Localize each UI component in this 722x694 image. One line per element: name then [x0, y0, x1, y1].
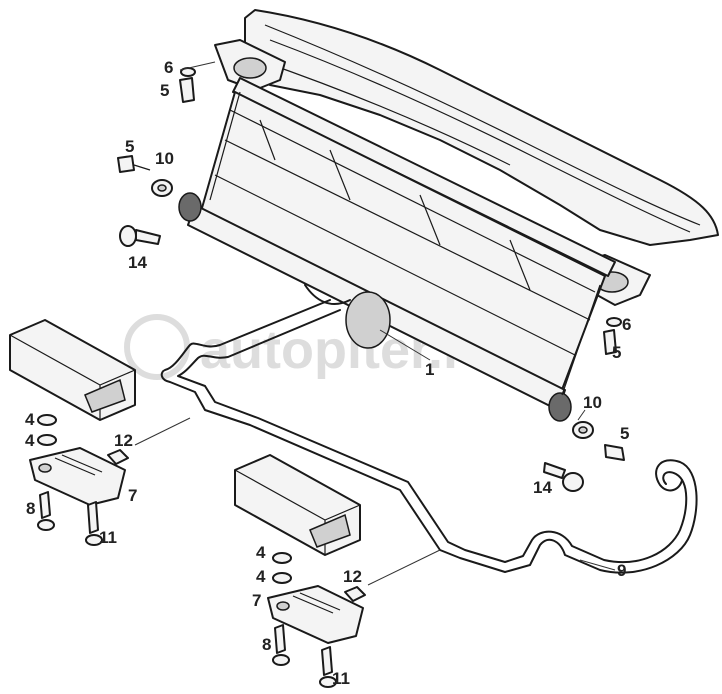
callout-12: 12	[343, 567, 362, 586]
callout-9: 9	[617, 561, 626, 580]
callout-5: 5	[125, 137, 134, 156]
callout-4: 4	[25, 410, 35, 429]
callout-4: 4	[256, 567, 266, 586]
callout-7: 7	[252, 591, 261, 610]
callout-10: 10	[583, 393, 602, 412]
callout-4: 4	[256, 543, 266, 562]
callout-5: 5	[160, 81, 169, 100]
callout-10: 10	[155, 149, 174, 168]
callout-14: 14	[128, 253, 147, 272]
support-rod	[160, 299, 698, 574]
foam-block-left	[9, 319, 136, 421]
callout-6: 6	[164, 58, 173, 77]
hardware-top-left	[117, 67, 196, 247]
callout-11: 11	[99, 528, 117, 547]
callout-4: 4	[25, 431, 35, 450]
foam-block-center	[234, 454, 361, 556]
callout-7: 7	[128, 486, 137, 505]
callout-11: 11	[332, 669, 350, 688]
roof-panel	[244, 9, 719, 246]
bracket-top-left	[214, 39, 286, 91]
callout-5: 5	[612, 343, 621, 362]
callout-8: 8	[26, 499, 35, 518]
mount-bracket-center	[267, 585, 366, 644]
callout-6: 6	[622, 315, 631, 334]
callout-labels: 6 5 5 10 14 6 5 1 10 5 14 4 4 12 7 8 11 …	[25, 58, 631, 688]
callout-12: 12	[114, 431, 133, 450]
screws-left	[37, 491, 103, 546]
washer-stack-left	[37, 414, 57, 446]
hardware-right	[543, 317, 625, 492]
leader-lines	[134, 61, 616, 586]
mount-bracket-left	[29, 447, 129, 506]
screws-center	[272, 624, 337, 688]
callout-5: 5	[620, 424, 629, 443]
washer-stack-center	[272, 552, 292, 584]
callout-8: 8	[262, 635, 271, 654]
callout-14: 14	[533, 478, 552, 497]
callout-1: 1	[425, 360, 434, 379]
